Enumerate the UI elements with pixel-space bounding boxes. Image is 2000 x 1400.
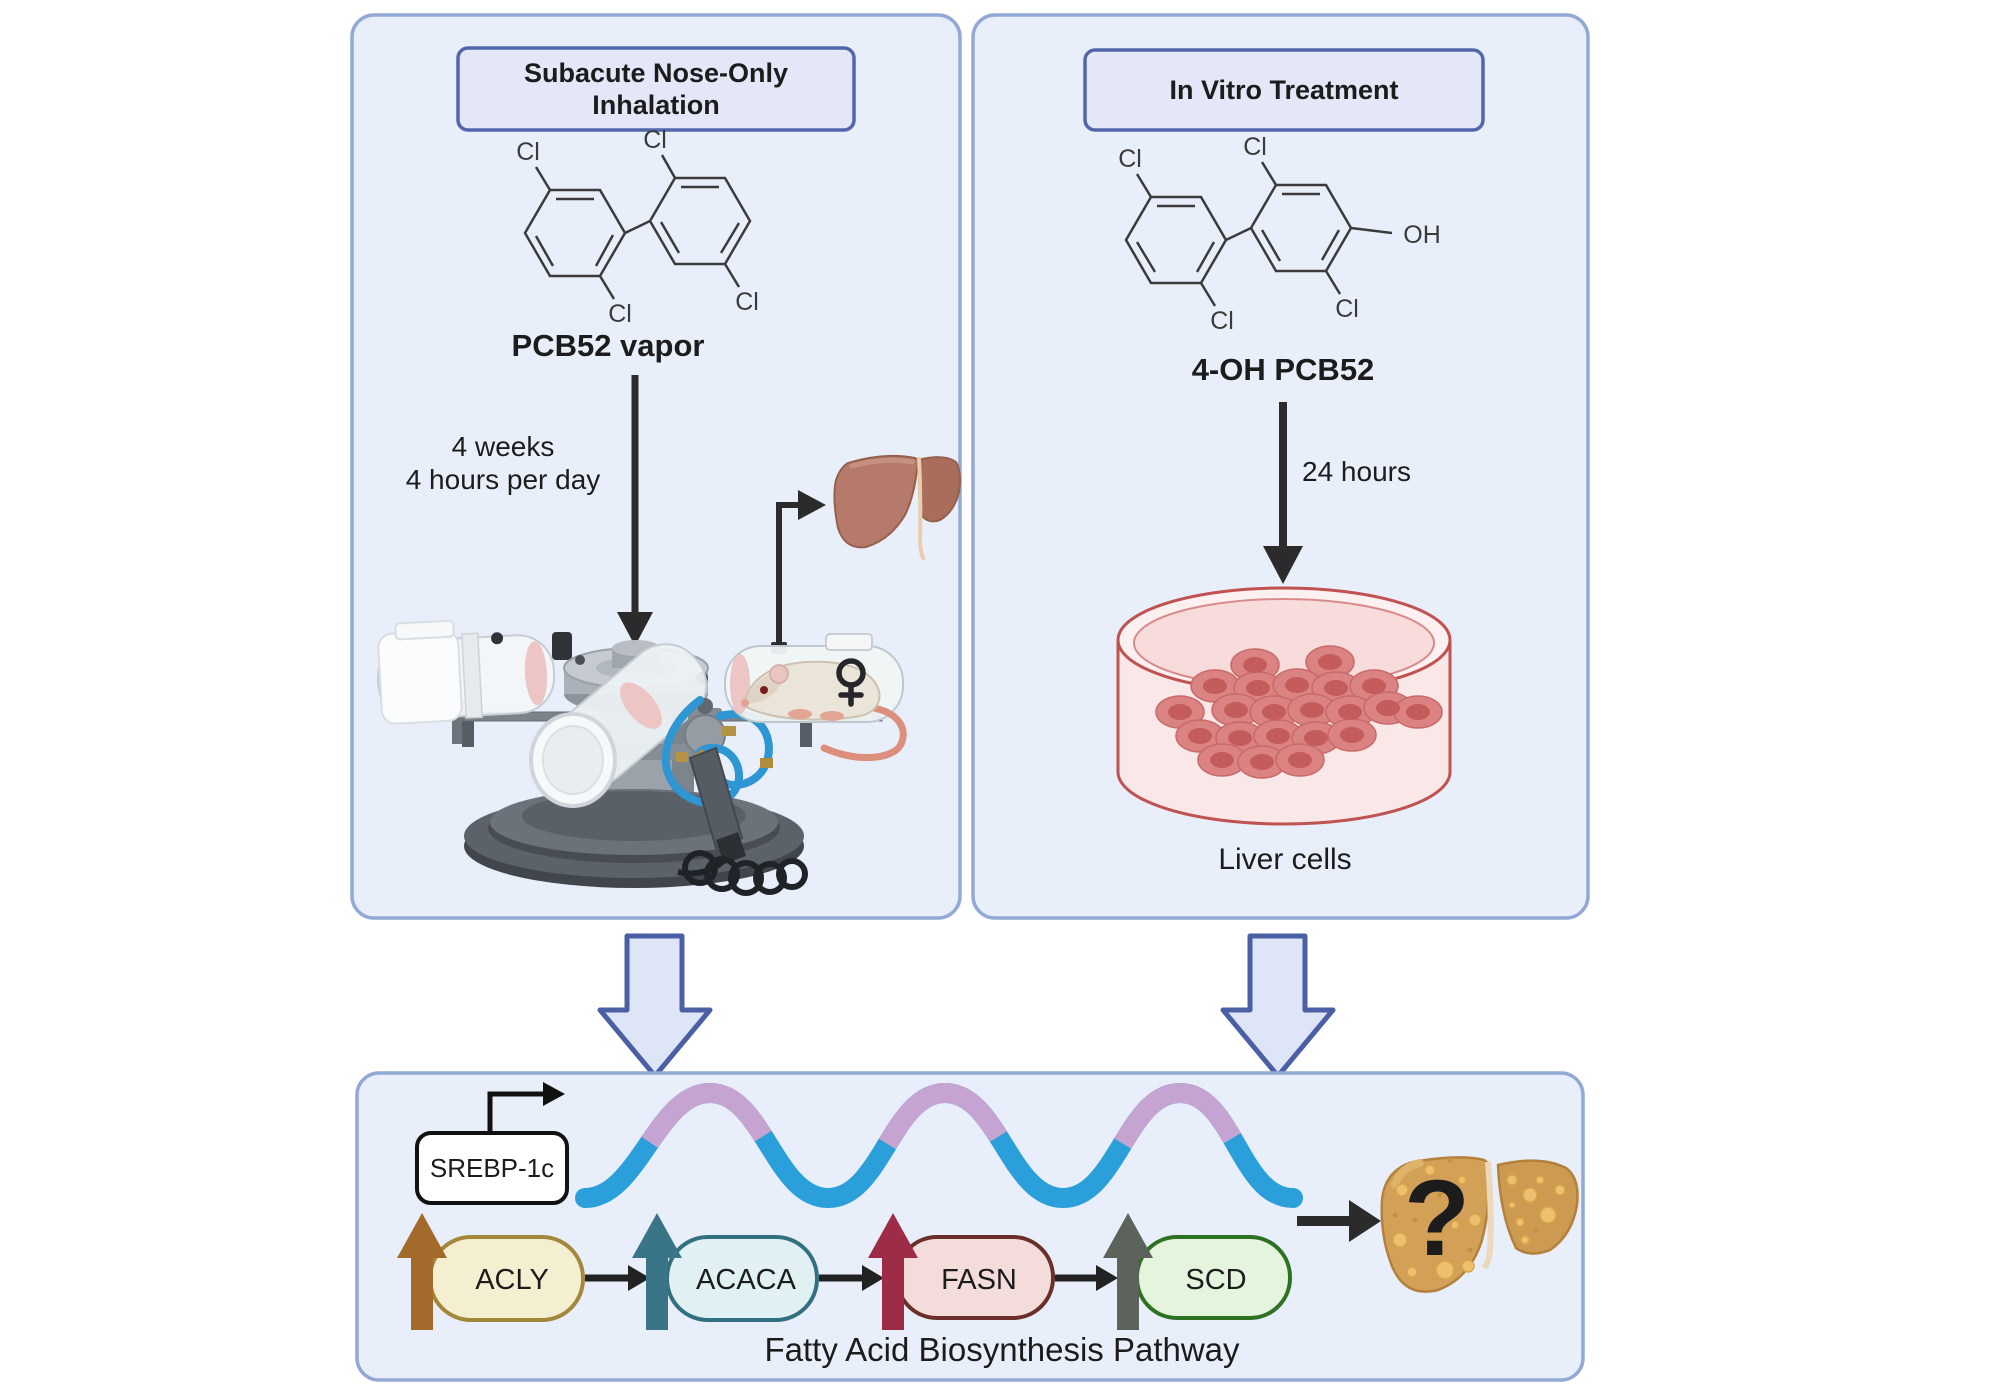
restraint-tube: [529, 643, 708, 808]
srebp-box: [415, 1131, 569, 1205]
female-symbol-icon: [836, 658, 866, 707]
upregulation-arrow-scd: [1103, 1213, 1153, 1330]
upregulation-arrow-acly: [397, 1213, 447, 1330]
coiled-cable: [677, 850, 808, 896]
fatty-liver-icon: ?: [1380, 1156, 1579, 1293]
cl-label: Cl: [608, 300, 632, 328]
cl-label: Cl: [1243, 133, 1267, 161]
right-panel-title-box: [1083, 48, 1485, 132]
enzyme-label-acly: ACLY: [475, 1264, 549, 1296]
cell-nuclei: [1168, 654, 1430, 770]
liver-icon: [833, 454, 961, 561]
left-panel-title-line1: Subacute Nose-Only: [524, 58, 788, 88]
srebp-label: SREBP-1c: [430, 1153, 554, 1183]
pathway-connector-arrows: [585, 1265, 1118, 1291]
exposure-arrow-left: [617, 375, 653, 646]
outcome-arrow: [1297, 1200, 1381, 1242]
mrna-wave: [575, 1082, 1303, 1209]
sensor-probe: [688, 746, 746, 864]
exposure-duration-line2: 4 hours per day: [406, 464, 601, 495]
cl-label: Cl: [516, 138, 540, 166]
transcription-start-arrow: [487, 1082, 565, 1133]
cl-label: Cl: [735, 288, 759, 316]
rat: [741, 658, 907, 761]
treatment-duration: 24 hours: [1302, 456, 1411, 487]
pathway-caption: Fatty Acid Biosynthesis Pathway: [764, 1331, 1240, 1368]
exposure-duration-line1: 4 weeks: [452, 431, 555, 462]
petri-dish: [1116, 586, 1452, 826]
right-panel-title: In Vitro Treatment: [1169, 75, 1398, 105]
holding-tube: [376, 619, 556, 725]
rat-eye: [760, 686, 768, 694]
apparatus-base: [464, 789, 804, 888]
left-compound-label: PCB52 vapor: [512, 328, 705, 363]
cl-label: Cl: [1118, 145, 1142, 173]
treatment-arrow: [1263, 402, 1303, 584]
flow-arrow-right: [1220, 933, 1336, 1079]
upregulation-arrow-fasn: [868, 1213, 918, 1330]
enzyme-label-fasn: FASN: [941, 1264, 1017, 1296]
upregulation-arrow-acaca: [632, 1213, 682, 1330]
4oh-pcb52-structure: Cl Cl Cl Cl OH: [1118, 133, 1441, 335]
bottom-panel: SREBP-1c ACLY ACACA FASN SCD Fatt: [355, 1071, 1585, 1382]
question-mark-icon: ?: [1404, 1157, 1470, 1278]
flow-arrow-left: [597, 933, 713, 1079]
right-panel: In Vitro Treatment Cl Cl Cl Cl OH 4-OH P…: [971, 13, 1590, 920]
mrna-wave-purple: [583, 1082, 1295, 1209]
inhalation-apparatus: [376, 619, 907, 896]
pcb52-structure: Cl Cl Cl Cl: [516, 126, 759, 328]
dish-caption: Liver cells: [1218, 843, 1351, 876]
left-panel: Subacute Nose-Only Inhalation Cl Cl Cl C…: [350, 13, 962, 920]
fat-droplets: [1392, 1164, 1566, 1280]
right-compound-label: 4-OH PCB52: [1192, 352, 1375, 387]
cl-label: Cl: [643, 126, 667, 154]
fat-specks: [1392, 1157, 1539, 1253]
rat-ear: [769, 664, 789, 684]
left-panel-title-box: [456, 46, 856, 132]
rat-nose: [741, 699, 749, 707]
cl-label: Cl: [1335, 295, 1359, 323]
oh-label: OH: [1403, 221, 1441, 249]
flow-arrows: [597, 933, 1336, 1079]
atomizer-valve: [676, 698, 736, 762]
left-panel-title-line2: Inhalation: [592, 90, 720, 120]
enzyme-label-acaca: ACACA: [696, 1264, 797, 1296]
enzyme-label-scd: SCD: [1185, 1264, 1246, 1296]
cl-label: Cl: [1210, 307, 1234, 335]
